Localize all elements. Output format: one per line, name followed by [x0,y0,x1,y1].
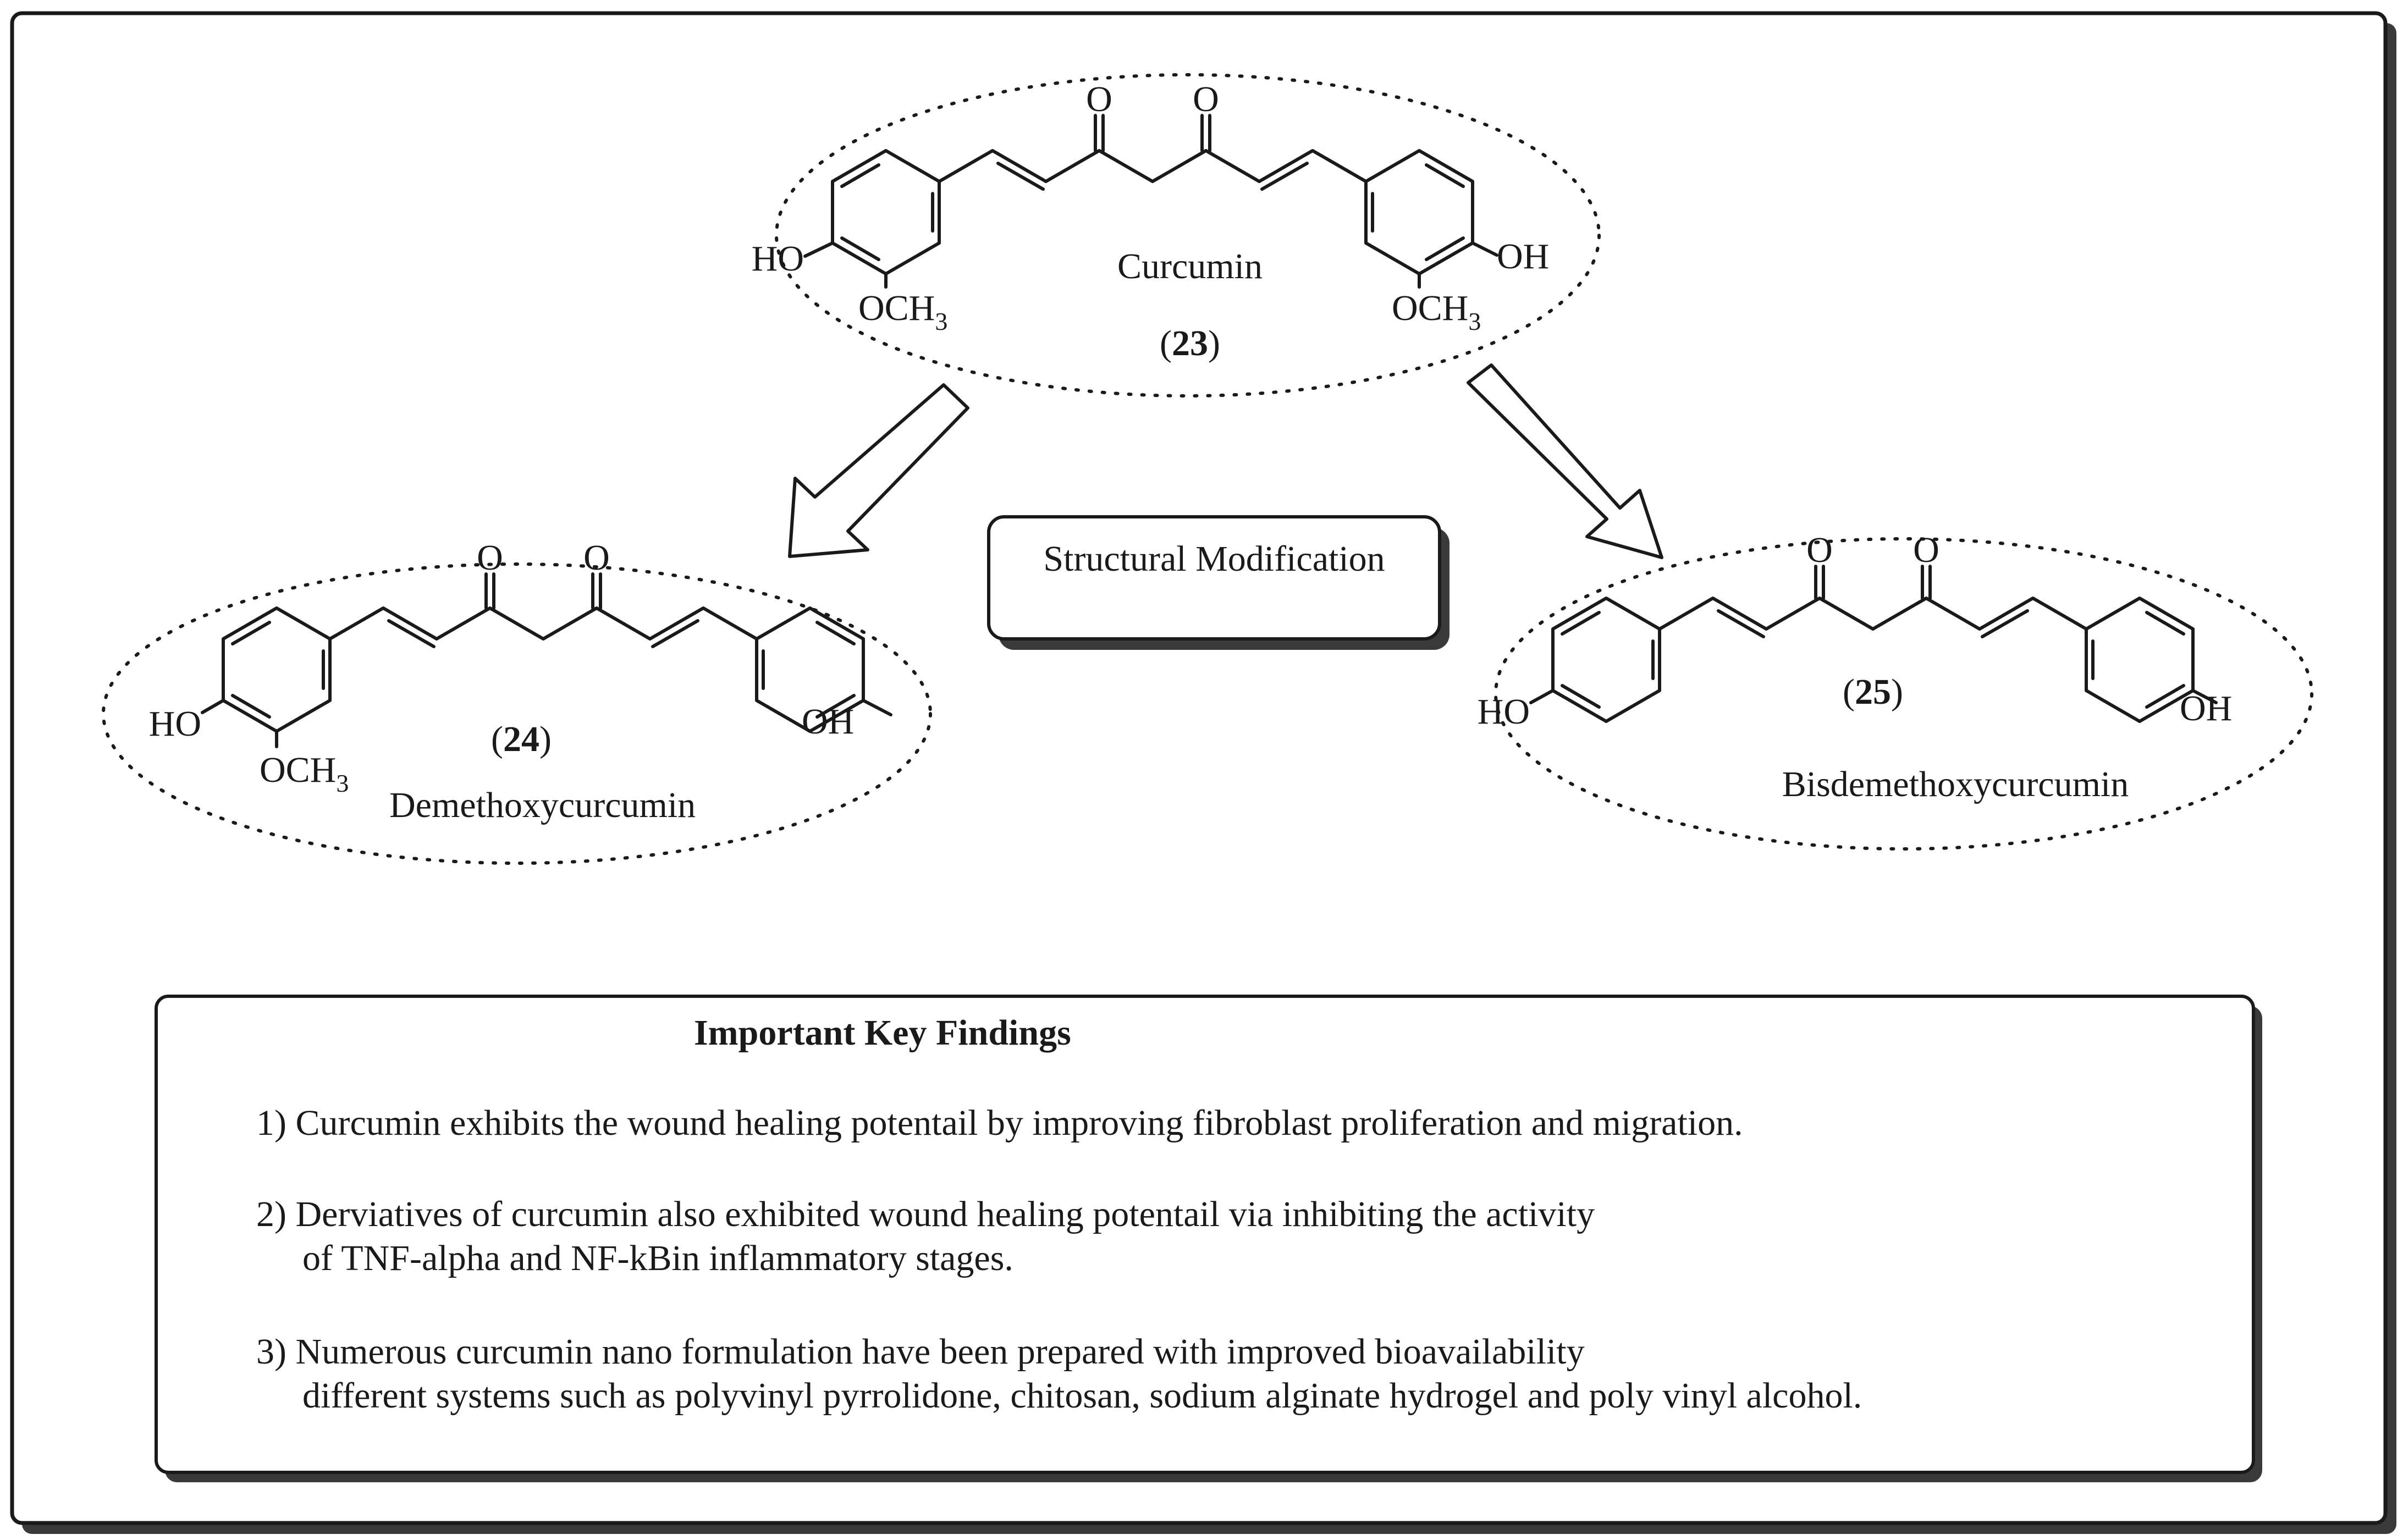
demethoxycurcumin-left-oh-bond [201,699,225,714]
modification-label: Structural Modification [1043,539,1385,579]
demethoxycurcumin-left-methoxy: OCH3 [260,750,349,797]
demethoxycurcumin-structure: O O HO OCH3 OH (24) Demethoxycurcumin [102,538,932,865]
curcumin-right-ring-inner [1425,236,1465,261]
curcumin-left-methoxy: OCH3 [858,288,947,335]
curcumin-double-bond [1260,162,1309,191]
key-findings-box: Important Key Findings 1) Curcumin exhib… [155,995,2262,1482]
curcumin-double-bond [996,162,1045,191]
bisdemethoxycurcumin-right-ring-inner [2145,684,2185,709]
curcumin-right-oh-bond [1471,241,1498,257]
demethoxycurcumin-carbonyl-o: O [477,538,503,578]
bisdemethoxycurcumin-carbonyl-o: O [1913,530,1939,570]
curcumin-dashed-ellipse [775,73,1601,398]
demethoxycurcumin-dashed-ellipse [102,562,932,865]
curcumin-left-hydroxyl: HO [752,239,804,279]
finding-2-line-2: of TNF-alpha and NF-kBin inflammatory st… [302,1238,1013,1278]
bisdemethoxycurcumin-double-bond [1717,609,1765,638]
bisdemethoxycurcumin-chain [1658,597,2088,631]
curcumin-right-hydroxyl: OH [1497,236,1549,277]
bisdemethoxycurcumin-left-oh-bond [1529,689,1555,704]
arrow-to-demethoxycurcumin [788,383,969,558]
finding-3-line-2: different systems such as polyvinyl pyrr… [302,1376,1862,1416]
bisdemethoxycurcumin-left-ring-inner [1561,611,1601,636]
bisdemethoxycurcumin-left-ring-inner [1561,684,1601,709]
modification-box-frame [987,515,1441,641]
demethoxycurcumin-left-ring-inner [231,694,271,719]
demethoxycurcumin-double-bond [387,619,436,648]
bisdemethoxycurcumin-dashed-ellipse [1494,537,2313,851]
bisdemethoxycurcumin-left-hydroxyl: HO [1478,692,1530,732]
structural-modification-box: Structural Modification [987,515,1449,650]
demethoxycurcumin-right-ring-inner [815,621,856,645]
bisdemethoxycurcumin-structure: O O HO OH (25) Bisdemethoxycurcumin [1478,530,2313,851]
finding-1: 1) Curcumin exhibits the wound healing p… [256,1103,1743,1143]
curcumin-carbonyl-o: O [1193,79,1219,119]
arrow-to-bisdemethoxycurcumin [1467,363,1663,559]
bisdemethoxycurcumin-right-oh-bond [2191,689,2218,704]
curcumin-carbonyl-o: O [1086,79,1112,119]
bisdemethoxycurcumin-carbonyl-o: O [1806,530,1833,570]
demethoxycurcumin-name: Demethoxycurcumin [389,785,696,825]
curcumin-structure: O O HO OCH3 OH OCH3 Curcumin (23) [752,73,1601,398]
demethoxycurcumin-right-oh-bond [862,699,892,716]
bisdemethoxycurcumin-right-ring-inner [2145,611,2185,636]
curcumin-left-ring-inner [840,163,880,188]
demethoxycurcumin-left-ring-inner [231,621,271,645]
bisdemethoxycurcumin-number: (25) [1843,672,1903,712]
bisdemethoxycurcumin-name: Bisdemethoxycurcumin [1782,764,2129,804]
curcumin-left-oh-bond [803,241,834,258]
findings-box-frame [155,995,2255,1474]
demethoxycurcumin-right-hydroxyl: OH [802,702,854,742]
finding-3-line-1: 3) Numerous curcumin nano formulation ha… [256,1332,1585,1372]
findings-title: Important Key Findings [694,1013,1071,1053]
bisdemethoxycurcumin-right-hydroxyl: OH [2180,688,2232,728]
finding-2-line-1: 2) Derviatives of curcumin also exhibite… [256,1194,1595,1234]
demethoxycurcumin-left-hydroxyl: HO [149,704,201,744]
curcumin-left-ring-inner [840,236,880,261]
demethoxycurcumin-double-bond [651,619,699,648]
demethoxycurcumin-carbonyl-o: O [583,538,610,578]
curcumin-name: Curcumin [1117,246,1263,286]
curcumin-number: (23) [1160,323,1220,363]
demethoxycurcumin-chain [328,606,758,641]
curcumin-chain [938,149,1368,183]
bisdemethoxycurcumin-double-bond [1981,609,2029,638]
curcumin-right-methoxy: OCH3 [1392,288,1481,335]
demethoxycurcumin-number: (24) [491,719,552,759]
demethoxycurcumin-right-ring-inner [815,694,856,719]
curcumin-right-ring-inner [1425,163,1465,188]
